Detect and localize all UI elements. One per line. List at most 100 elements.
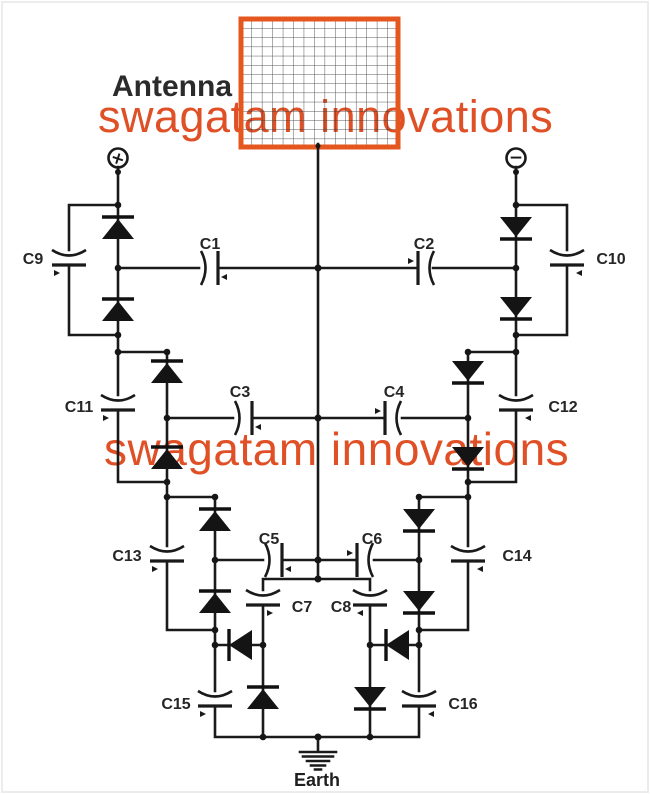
- junction-dot: [366, 641, 374, 649]
- diode-triangle: [354, 687, 386, 707]
- capacitor-label-c5: C5: [259, 531, 280, 548]
- junction-dot: [415, 626, 423, 634]
- junction-dot: [314, 575, 322, 583]
- junction-dot: [464, 414, 472, 422]
- junction-dot: [211, 556, 219, 564]
- capacitor-curved-plate: [149, 544, 185, 553]
- capacitor-label-c13: C13: [112, 548, 141, 565]
- polarity-mark: [200, 711, 206, 717]
- junction-dot: [163, 348, 171, 356]
- capacitor-curved-plate: [549, 248, 585, 257]
- diode-triangle: [386, 630, 409, 660]
- junction-dot: [211, 641, 219, 649]
- junction-dot: [464, 348, 472, 356]
- junction-dot: [464, 493, 472, 501]
- junction-dot: [513, 169, 519, 175]
- diode-icon: [354, 687, 386, 711]
- diode-triangle: [229, 630, 252, 660]
- junction-dot: [114, 331, 122, 339]
- diode-triangle: [199, 511, 231, 531]
- diode-icon: [227, 629, 252, 661]
- junction-dot: [163, 493, 171, 501]
- capacitor-label-c12: C12: [548, 399, 577, 416]
- diode-icon: [403, 509, 435, 533]
- diode-triangle: [452, 447, 484, 467]
- capacitor-label-c7: C7: [292, 599, 313, 616]
- capacitor-symbol: [245, 588, 281, 616]
- negative-terminal-sign: −: [509, 148, 523, 168]
- capacitor-symbol: [450, 544, 486, 572]
- positive-terminal-sign: +: [108, 147, 128, 170]
- capacitor-label-c3: C3: [230, 384, 251, 401]
- polarity-mark: [347, 550, 353, 556]
- diode-triangle: [403, 591, 435, 611]
- junction-dot: [315, 143, 321, 149]
- capacitor-label-c4: C4: [384, 384, 405, 401]
- diode-triangle: [247, 689, 279, 709]
- capacitor-curved-plate: [51, 248, 87, 257]
- capacitor-curved-plate: [197, 689, 233, 698]
- capacitor-curved-plate: [245, 588, 281, 597]
- junction-dot: [211, 493, 219, 501]
- positive-terminal-icon: +: [107, 147, 129, 171]
- polarity-mark: [267, 610, 273, 616]
- diode-triangle: [102, 219, 134, 239]
- polarity-mark: [357, 610, 363, 616]
- junction-dot: [314, 733, 322, 741]
- junction-dot: [211, 626, 219, 634]
- junction-dot: [114, 201, 122, 209]
- polarity-mark: [525, 415, 531, 421]
- capacitor-symbol: [401, 689, 437, 717]
- polarity-mark: [477, 566, 483, 572]
- junction-dot: [259, 641, 267, 649]
- capacitor-label-c16: C16: [448, 696, 477, 713]
- antenna-mesh: [238, 16, 401, 150]
- junction-dot: [366, 733, 374, 741]
- capacitor-symbol: [347, 542, 375, 578]
- junction-dot: [415, 493, 423, 501]
- earth-ground-icon: [298, 750, 338, 771]
- capacitor-curved-plate: [395, 400, 403, 436]
- junction-dots: [114, 143, 520, 741]
- polarity-mark: [255, 424, 261, 430]
- capacitor-label-c14: C14: [502, 548, 531, 565]
- wiring: [67, 142, 569, 753]
- capacitor-symbol: [51, 248, 87, 276]
- junction-dot: [114, 264, 122, 272]
- antenna-label: Antenna: [112, 70, 232, 103]
- diode-triangle: [199, 593, 231, 613]
- capacitor-curved-plate: [352, 588, 388, 597]
- polarity-mark: [576, 270, 582, 276]
- polarity-mark: [221, 274, 227, 280]
- diode-icon: [199, 589, 231, 613]
- junction-dot: [314, 414, 322, 422]
- diode-icon: [151, 359, 183, 383]
- diode-icon: [102, 215, 134, 239]
- diode-icon: [102, 297, 134, 321]
- polarity-mark: [408, 258, 414, 264]
- earth-label: Earth: [294, 770, 340, 790]
- capacitor-curved-plate: [367, 542, 375, 578]
- capacitor-label-c2: C2: [414, 236, 435, 253]
- diode-icon: [452, 447, 484, 471]
- diode-triangle: [151, 363, 183, 383]
- junction-dot: [512, 264, 520, 272]
- junction-dot: [464, 478, 472, 486]
- capacitor-label-c15: C15: [161, 696, 190, 713]
- capacitor-symbol: [197, 689, 233, 717]
- diode-icon: [151, 445, 183, 469]
- capacitor-symbol: [263, 542, 291, 578]
- diode-triangle: [151, 449, 183, 469]
- capacitor-curved-plate: [199, 250, 207, 286]
- capacitor-curved-plate: [233, 400, 241, 436]
- capacitor-symbol: [375, 400, 403, 436]
- capacitor-curved-plate: [263, 542, 271, 578]
- polarity-mark: [285, 566, 291, 572]
- capacitor-curved-plate: [498, 393, 534, 402]
- antenna-mesh-grid: [241, 19, 398, 147]
- ground-stripes: [298, 750, 338, 771]
- junction-dot: [512, 348, 520, 356]
- polarity-mark: [54, 270, 60, 276]
- capacitor-label-c8: C8: [331, 599, 352, 616]
